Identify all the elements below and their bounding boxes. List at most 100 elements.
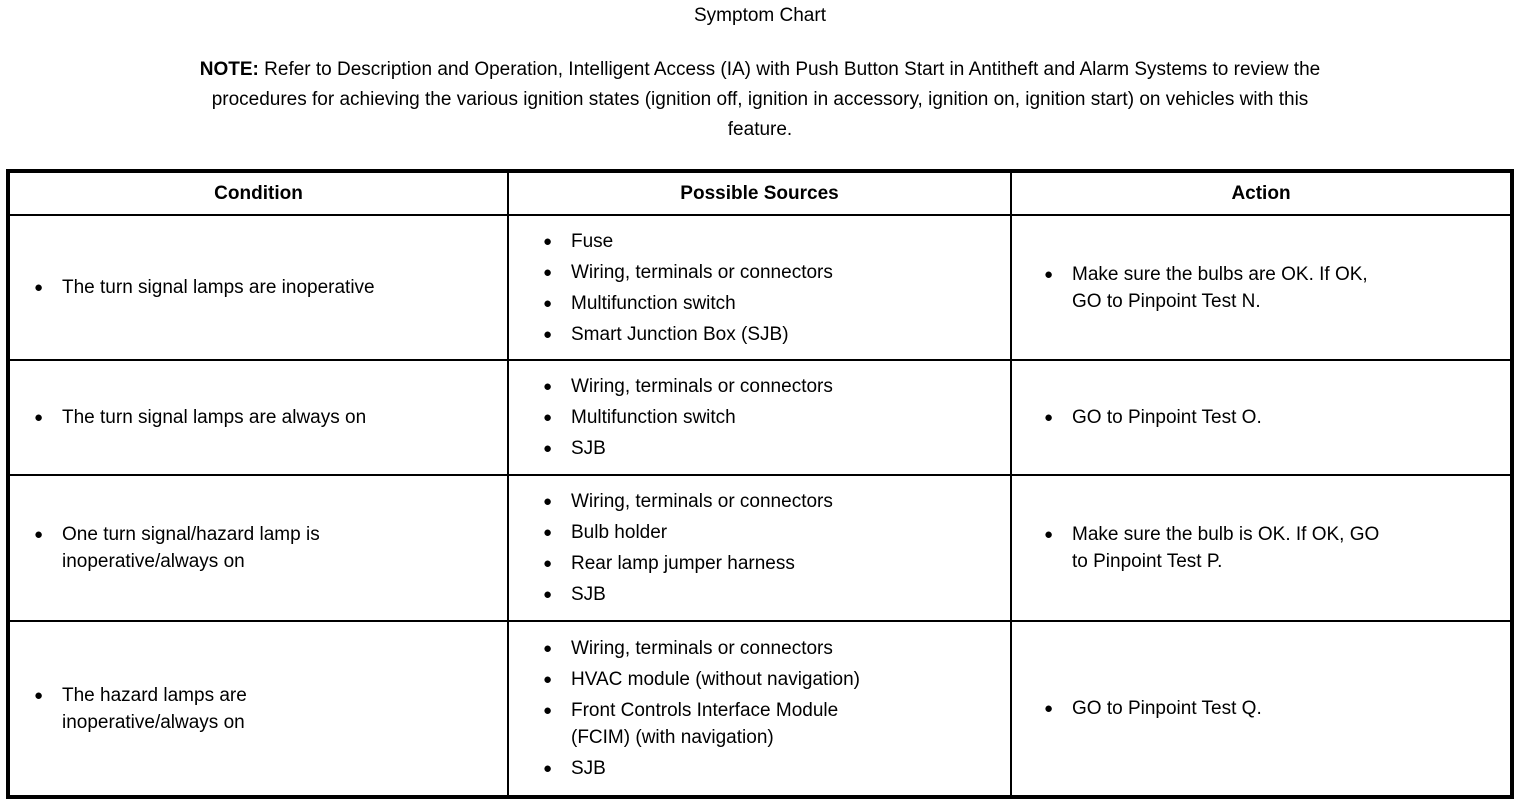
list-item-text: Wiring, terminals or connectors: [571, 261, 833, 283]
condition-list: ● The turn signal lamps are inoperative: [10, 264, 507, 311]
list-item: ● The hazard lamps are inoperative/always…: [10, 682, 507, 736]
header-condition: Condition: [7, 170, 509, 216]
action-list: ● Make sure the bulbs are OK. If OK, GO t…: [1012, 251, 1510, 325]
list-item: ● Wiring, terminals or connectors: [509, 373, 1010, 400]
bullet-icon: ●: [543, 640, 553, 657]
list-item: ● Wiring, terminals or connectors: [509, 259, 1010, 286]
list-item-text: Rear lamp jumper harness: [571, 553, 795, 574]
list-item: ● Wiring, terminals or connectors: [509, 635, 1010, 662]
list-item-text: Wiring, terminals or connectors: [571, 376, 833, 397]
cell-condition: ●One turn signal/hazard lamp is inoperat…: [7, 474, 509, 622]
note: NOTE: Refer to Description and Operation…: [8, 55, 1512, 145]
table-row: ● The turn signal lamps are always on ● Wir…: [7, 359, 1513, 476]
table-body: ● The turn signal lamps are inoperative ● F…: [7, 214, 1513, 798]
bullet-icon: ●: [34, 409, 44, 426]
list-item-text: SJB: [571, 758, 606, 779]
list-item: ● Front Controls Interface Module (FCIM) …: [509, 697, 1010, 751]
list-item-text: Make sure the bulb is OK. If OK, GO to P…: [1072, 524, 1380, 572]
list-item: ● Multifunction switch: [509, 290, 1010, 317]
bullet-icon: ●: [543, 555, 553, 572]
bullet-icon: ●: [34, 686, 44, 704]
bullet-icon: ●: [543, 294, 553, 312]
sources-list: ● Wiring, terminals or connectors ● Multifu…: [509, 363, 1010, 472]
table-row: ● One turn signal/hazard lamp is inoperat…: [7, 474, 1513, 622]
list-item-text: The turn signal lamps are inoperative: [62, 277, 375, 298]
list-item: ●One turn signal/hazard lamp is inoperat…: [10, 521, 507, 575]
bullet-icon: ●: [1044, 265, 1054, 283]
table-header-row: Condition Possible Sources Action: [7, 170, 1513, 216]
list-item-text: One turn signal/hazard lamp is inoperati…: [62, 524, 320, 572]
document-page: Symptom Chart NOTE: Refer to Description…: [0, 4, 1520, 799]
cell-sources: ● Fuse ● Wiring, terminals or connectors ● Mu…: [507, 214, 1012, 361]
list-item-text: Wiring, terminals or connectors: [571, 491, 833, 512]
list-item: ● Fuse: [509, 228, 1010, 255]
list-item-text: Multifunction switch: [571, 292, 736, 314]
cell-action: ● Make sure the bulb is OK. If OK, GO to …: [1010, 474, 1513, 622]
condition-list: ● The turn signal lamps are always on: [10, 394, 507, 441]
list-item-text: The hazard lamps are inoperative/always …: [62, 684, 247, 733]
cell-condition: ● The hazard lamps are inoperative/always…: [7, 620, 509, 798]
note-label: NOTE:: [199, 59, 259, 80]
bullet-icon: ●: [543, 702, 553, 719]
condition-list: ●One turn signal/hazard lamp is inoperat…: [10, 511, 507, 585]
bullet-icon: ●: [1044, 409, 1054, 426]
list-item-text: Smart Junction Box (SJB): [571, 323, 789, 345]
sources-list: ● Wiring, terminals or connectors ● Bulb ho…: [509, 478, 1010, 618]
action-list: ● Make sure the bulb is OK. If OK, GO to …: [1012, 511, 1510, 585]
header-possible-sources: Possible Sources: [507, 170, 1012, 216]
page-title: Symptom Chart: [694, 5, 826, 26]
list-item: ● The turn signal lamps are inoperative: [10, 274, 507, 301]
list-item: ● Rear lamp jumper harness: [509, 550, 1010, 577]
action-list: ●GO to Pinpoint Test O.: [1012, 394, 1510, 441]
list-item: ● SJB: [509, 435, 1010, 462]
bullet-icon: ●: [543, 493, 553, 510]
list-item-text: SJB: [571, 584, 606, 605]
cell-condition: ● The turn signal lamps are inoperative: [7, 214, 509, 361]
bullet-icon: ●: [34, 279, 44, 296]
note-text: Refer to Description and Operation, Inte…: [211, 59, 1321, 140]
list-item-text: HVAC module (without navigation): [571, 669, 861, 690]
cell-condition: ● The turn signal lamps are always on: [7, 359, 509, 476]
bullet-icon: ●: [543, 524, 553, 541]
bullet-icon: ●: [543, 586, 553, 603]
list-item: ● HVAC module (without navigation): [509, 666, 1010, 693]
bullet-icon: ●: [543, 671, 553, 688]
list-item-text: SJB: [571, 438, 606, 459]
list-item-text: Front Controls Interface Module (FCIM) (…: [571, 700, 839, 748]
action-list: ● GO to Pinpoint Test Q.: [1012, 685, 1510, 732]
list-item-text: Make sure the bulbs are OK. If OK, GO to…: [1072, 263, 1368, 312]
cell-action: ● Make sure the bulbs are OK. If OK, GO t…: [1010, 214, 1513, 361]
cell-action: ●GO to Pinpoint Test O.: [1010, 359, 1513, 476]
list-item-text: The turn signal lamps are always on: [62, 407, 367, 428]
bullet-icon: ●: [543, 409, 553, 426]
bullet-icon: ●: [1044, 700, 1054, 717]
table-row: ● The hazard lamps are inoperative/always…: [7, 620, 1513, 798]
bullet-icon: ●: [543, 440, 553, 457]
list-item: ● GO to Pinpoint Test Q.: [1012, 695, 1510, 722]
list-item: ● Bulb holder: [509, 519, 1010, 546]
table-row: ● The turn signal lamps are inoperative ● F…: [7, 214, 1513, 361]
list-item-text: Multifunction switch: [571, 407, 736, 428]
list-item-text: Bulb holder: [571, 522, 668, 543]
header-action: Action: [1010, 170, 1513, 216]
list-item: ● Make sure the bulb is OK. If OK, GO to …: [1012, 521, 1510, 575]
list-item: ●GO to Pinpoint Test O.: [1012, 404, 1510, 431]
bullet-icon: ●: [543, 263, 553, 281]
list-item: ● Make sure the bulbs are OK. If OK, GO t…: [1012, 261, 1510, 315]
bullet-icon: ●: [1044, 526, 1054, 543]
condition-list: ● The hazard lamps are inoperative/always…: [10, 672, 507, 746]
bullet-icon: ●: [543, 378, 553, 395]
bullet-icon: ●: [543, 232, 553, 250]
list-item-text: Wiring, terminals or connectors: [571, 638, 833, 659]
list-item: ● Smart Junction Box (SJB): [509, 321, 1010, 348]
list-item: ●SJB: [509, 755, 1010, 782]
cell-sources: ● Wiring, terminals or connectors ● Multifu…: [507, 359, 1012, 476]
cell-sources: ● Wiring, terminals or connectors ● Bulb ho…: [507, 474, 1012, 622]
sources-list: ● Wiring, terminals or connectors ● HVAC mo…: [509, 625, 1010, 792]
list-item-text: GO to Pinpoint Test Q.: [1072, 698, 1262, 719]
bullet-icon: ●: [543, 325, 553, 343]
list-item: ● SJB: [509, 581, 1010, 608]
cell-action: ● GO to Pinpoint Test Q.: [1010, 620, 1513, 798]
list-item: ● Multifunction switch: [509, 404, 1010, 431]
list-item-text: Fuse: [571, 230, 614, 252]
